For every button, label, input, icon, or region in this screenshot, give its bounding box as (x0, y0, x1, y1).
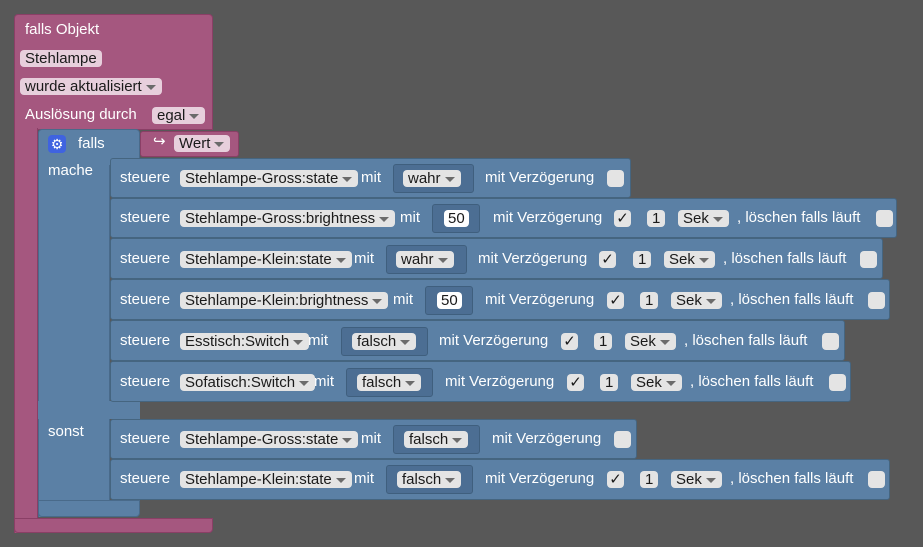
target-dropdown[interactable]: Sofatisch:Switch (180, 374, 316, 391)
delay-label: mit Verzögerung (485, 169, 595, 186)
target-dropdown[interactable]: Stehlampe-Gross:state (180, 431, 359, 448)
clear-label: , löschen falls läuft (730, 291, 854, 308)
cause-label: Auslösung durch (25, 106, 137, 123)
object-name-field[interactable]: Stehlampe (20, 50, 102, 67)
mit-label: mit (354, 470, 374, 487)
delay-value[interactable]: 1 (640, 292, 659, 309)
delay-value[interactable]: 1 (600, 374, 619, 391)
action-row[interactable] (110, 198, 897, 238)
gear-icon[interactable]: ⚙ (48, 135, 66, 153)
unit-dropdown[interactable]: Sek (671, 471, 722, 488)
if-block-bottom[interactable] (38, 500, 140, 517)
target-dropdown[interactable]: Stehlampe-Gross:brightness (180, 210, 396, 227)
value-dropdown[interactable]: falsch (352, 333, 417, 350)
steuere-label: steuere (120, 209, 171, 226)
unit-dropdown[interactable]: Sek (625, 333, 676, 350)
mit-label: mit (361, 430, 381, 447)
steuere-label: steuere (120, 169, 171, 186)
steuere-label: steuere (120, 332, 171, 349)
clear-checkbox[interactable] (868, 292, 885, 309)
target-dropdown[interactable]: Stehlampe-Klein:state (180, 251, 352, 268)
target-dropdown[interactable]: Stehlampe-Gross:state (180, 170, 359, 187)
else-label: sonst (48, 423, 84, 440)
delay-checkbox[interactable]: ✓ (607, 292, 624, 309)
clear-checkbox[interactable] (822, 333, 839, 350)
unit-dropdown[interactable]: Sek (631, 374, 682, 391)
mit-label: mit (354, 250, 374, 267)
mit-label: mit (361, 169, 381, 186)
delay-checkbox[interactable]: ✓ (614, 210, 631, 227)
clear-checkbox[interactable] (876, 210, 893, 227)
trigger-block-spine[interactable] (14, 128, 38, 533)
delay-checkbox[interactable] (607, 170, 624, 187)
value-number[interactable]: 50 (444, 210, 469, 227)
value-dropdown[interactable]: falsch (397, 471, 462, 488)
unit-dropdown[interactable]: Sek (678, 210, 729, 227)
clear-checkbox[interactable] (868, 471, 885, 488)
trigger-block-bottom[interactable] (14, 518, 213, 533)
delay-checkbox[interactable] (614, 431, 631, 448)
value-dropdown[interactable]: falsch (404, 431, 469, 448)
target-dropdown[interactable]: Esstisch:Switch (180, 333, 310, 350)
unit-dropdown[interactable]: Sek (671, 292, 722, 309)
delay-value[interactable]: 1 (633, 251, 652, 268)
unit-dropdown[interactable]: Sek (664, 251, 715, 268)
delay-label: mit Verzögerung (492, 430, 602, 447)
if-block-spine[interactable] (38, 165, 110, 517)
event-dropdown[interactable]: wurde aktualisiert (20, 78, 162, 95)
delay-checkbox[interactable]: ✓ (567, 374, 584, 391)
clear-label: , löschen falls läuft (730, 470, 854, 487)
delay-label: mit Verzögerung (493, 209, 603, 226)
mit-label: mit (393, 291, 413, 308)
delay-checkbox[interactable]: ✓ (599, 251, 616, 268)
delay-label: mit Verzögerung (445, 373, 555, 390)
mit-label: mit (400, 209, 420, 226)
cause-dropdown[interactable]: egal (152, 107, 206, 124)
target-dropdown[interactable]: Stehlampe-Klein:brightness (180, 292, 389, 309)
if-label: falls (78, 135, 105, 152)
delay-value[interactable]: 1 (640, 471, 659, 488)
delay-value[interactable]: 1 (647, 210, 666, 227)
clear-label: , löschen falls läuft (723, 250, 847, 267)
value-dropdown[interactable]: wahr (403, 170, 461, 187)
clear-label: , löschen falls läuft (737, 209, 861, 226)
clear-label: , löschen falls läuft (690, 373, 814, 390)
delay-label: mit Verzögerung (485, 470, 595, 487)
value-number[interactable]: 50 (437, 292, 462, 309)
return-arrow-icon: ↪ (153, 133, 166, 150)
clear-checkbox[interactable] (860, 251, 877, 268)
delay-value[interactable]: 1 (594, 333, 613, 350)
then-label: mache (48, 162, 94, 179)
steuere-label: steuere (120, 291, 171, 308)
steuere-label: steuere (120, 250, 171, 267)
mit-label: mit (314, 373, 334, 390)
delay-checkbox[interactable]: ✓ (561, 333, 578, 350)
delay-label: mit Verzögerung (485, 291, 595, 308)
delay-label: mit Verzögerung (439, 332, 549, 349)
delay-label: mit Verzögerung (478, 250, 588, 267)
target-dropdown[interactable]: Stehlampe-Klein:state (180, 471, 352, 488)
delay-checkbox[interactable]: ✓ (607, 471, 624, 488)
else-divider (38, 401, 140, 419)
condition-dropdown[interactable]: Wert (174, 135, 231, 152)
clear-checkbox[interactable] (829, 374, 846, 391)
steuere-label: steuere (120, 373, 171, 390)
steuere-label: steuere (120, 470, 171, 487)
value-dropdown[interactable]: wahr (396, 251, 454, 268)
steuere-label: steuere (120, 430, 171, 447)
mit-label: mit (308, 332, 328, 349)
clear-label: , löschen falls läuft (684, 332, 808, 349)
trigger-title: falls Objekt (25, 21, 100, 38)
value-dropdown[interactable]: falsch (357, 374, 422, 391)
